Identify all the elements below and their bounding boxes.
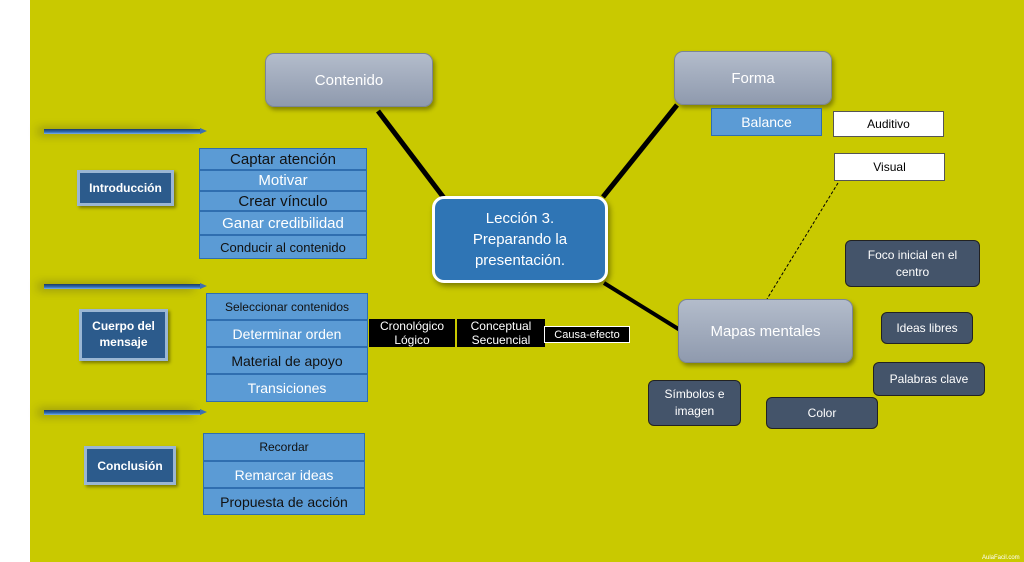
intro-item-text: Conducir al contenido — [220, 239, 346, 255]
order-type-text: Conceptual — [470, 319, 532, 333]
color-text: Color — [807, 405, 837, 420]
connector-forma — [601, 103, 679, 199]
cuerpo-label: Cuerpo del mensaje — [79, 309, 168, 361]
cuerpo-label-text: Cuerpo del mensaje — [92, 319, 155, 349]
cuerpo-item: Transiciones — [206, 374, 368, 402]
conclusion-item: Remarcar ideas — [203, 461, 365, 488]
ideas-libres-text: Ideas libres — [896, 320, 958, 335]
connector-mapas — [602, 281, 682, 332]
cuerpo-list: Seleccionar contenidos Determinar orden … — [206, 293, 368, 402]
cuerpo-item-text: Determinar orden — [232, 325, 342, 342]
forma-label: Forma — [731, 69, 775, 87]
palabras-clave-node: Palabras clave — [873, 362, 985, 396]
watermark: AulaFacil.com — [982, 555, 1020, 561]
intro-item: Motivar — [199, 170, 367, 191]
causa-efecto-text: Causa-efecto — [554, 328, 620, 341]
divider-bar-3 — [44, 409, 207, 415]
auditivo-text: Auditivo — [867, 117, 910, 131]
order-type-text: Lógico — [394, 333, 430, 347]
order-types-grid: Cronológico Conceptual Lógico Secuencial — [369, 319, 545, 347]
simbolos-node: Símbolos e imagen — [648, 380, 741, 426]
balance-text: Balance — [741, 114, 792, 130]
cuerpo-item-text: Seleccionar contenidos — [224, 299, 350, 314]
auditivo-box: Auditivo — [833, 111, 944, 137]
mapas-mentales-node: Mapas mentales — [678, 299, 853, 363]
intro-item-text: Ganar credibilidad — [222, 214, 344, 232]
balance-cell: Balance — [711, 108, 822, 136]
center-title: Lección 3. Preparando la presentación. — [472, 210, 568, 269]
intro-item: Conducir al contenido — [199, 235, 367, 259]
intro-item-text: Crear vínculo — [238, 192, 328, 210]
conclusion-item: Propuesta de acción — [203, 488, 365, 515]
conclusion-label: Conclusión — [84, 446, 176, 485]
conclusion-item-text: Recordar — [259, 440, 309, 454]
cuerpo-item: Determinar orden — [206, 320, 368, 347]
cuerpo-item-text: Material de apoyo — [231, 352, 343, 369]
introduccion-label: Introducción — [77, 170, 174, 206]
mapas-mentales-label: Mapas mentales — [710, 322, 821, 340]
introduccion-list: Captar atención Motivar Crear vínculo Ga… — [199, 148, 367, 259]
connector-visual-mapas — [766, 182, 839, 300]
intro-item: Crear vínculo — [199, 191, 367, 211]
introduccion-label-text: Introducción — [89, 181, 162, 195]
connector-contenido — [376, 109, 446, 200]
foco-inicial-text: Foco inicial en el centro — [867, 247, 958, 279]
cuerpo-item: Seleccionar contenidos — [206, 293, 368, 320]
conclusion-item: Recordar — [203, 433, 365, 461]
causa-efecto-cell: Causa-efecto — [544, 326, 630, 343]
order-type-cell: Lógico — [369, 333, 455, 347]
contenido-node: Contenido — [265, 53, 433, 107]
order-type-text: Cronológico — [379, 319, 445, 333]
intro-item: Ganar credibilidad — [199, 211, 367, 235]
visual-text: Visual — [873, 160, 906, 174]
conclusion-item-text: Remarcar ideas — [234, 466, 334, 483]
order-type-cell: Conceptual — [457, 319, 545, 333]
cuerpo-item-text: Transiciones — [247, 380, 327, 396]
conclusion-list: Recordar Remarcar ideas Propuesta de acc… — [203, 433, 365, 515]
order-type-cell: Secuencial — [457, 333, 545, 347]
intro-item-text: Motivar — [258, 172, 308, 189]
color-node: Color — [766, 397, 878, 429]
simbolos-text: Símbolos e imagen — [664, 387, 725, 418]
conclusion-label-text: Conclusión — [97, 458, 163, 473]
visual-box: Visual — [834, 153, 945, 181]
contenido-label: Contenido — [314, 71, 384, 89]
order-type-cell: Cronológico — [369, 319, 455, 333]
divider-bar-1 — [44, 128, 207, 134]
center-node: Lección 3. Preparando la presentación. — [432, 196, 608, 283]
ideas-libres-node: Ideas libres — [881, 312, 973, 344]
palabras-clave-text: Palabras clave — [889, 371, 969, 386]
forma-node: Forma — [674, 51, 832, 105]
cuerpo-item: Material de apoyo — [206, 347, 368, 374]
divider-bar-2 — [44, 283, 207, 289]
foco-inicial-node: Foco inicial en el centro — [845, 240, 980, 287]
order-type-text: Secuencial — [471, 333, 531, 347]
intro-item: Captar atención — [199, 148, 367, 170]
intro-item-text: Captar atención — [230, 150, 336, 168]
conclusion-item-text: Propuesta de acción — [220, 493, 348, 510]
